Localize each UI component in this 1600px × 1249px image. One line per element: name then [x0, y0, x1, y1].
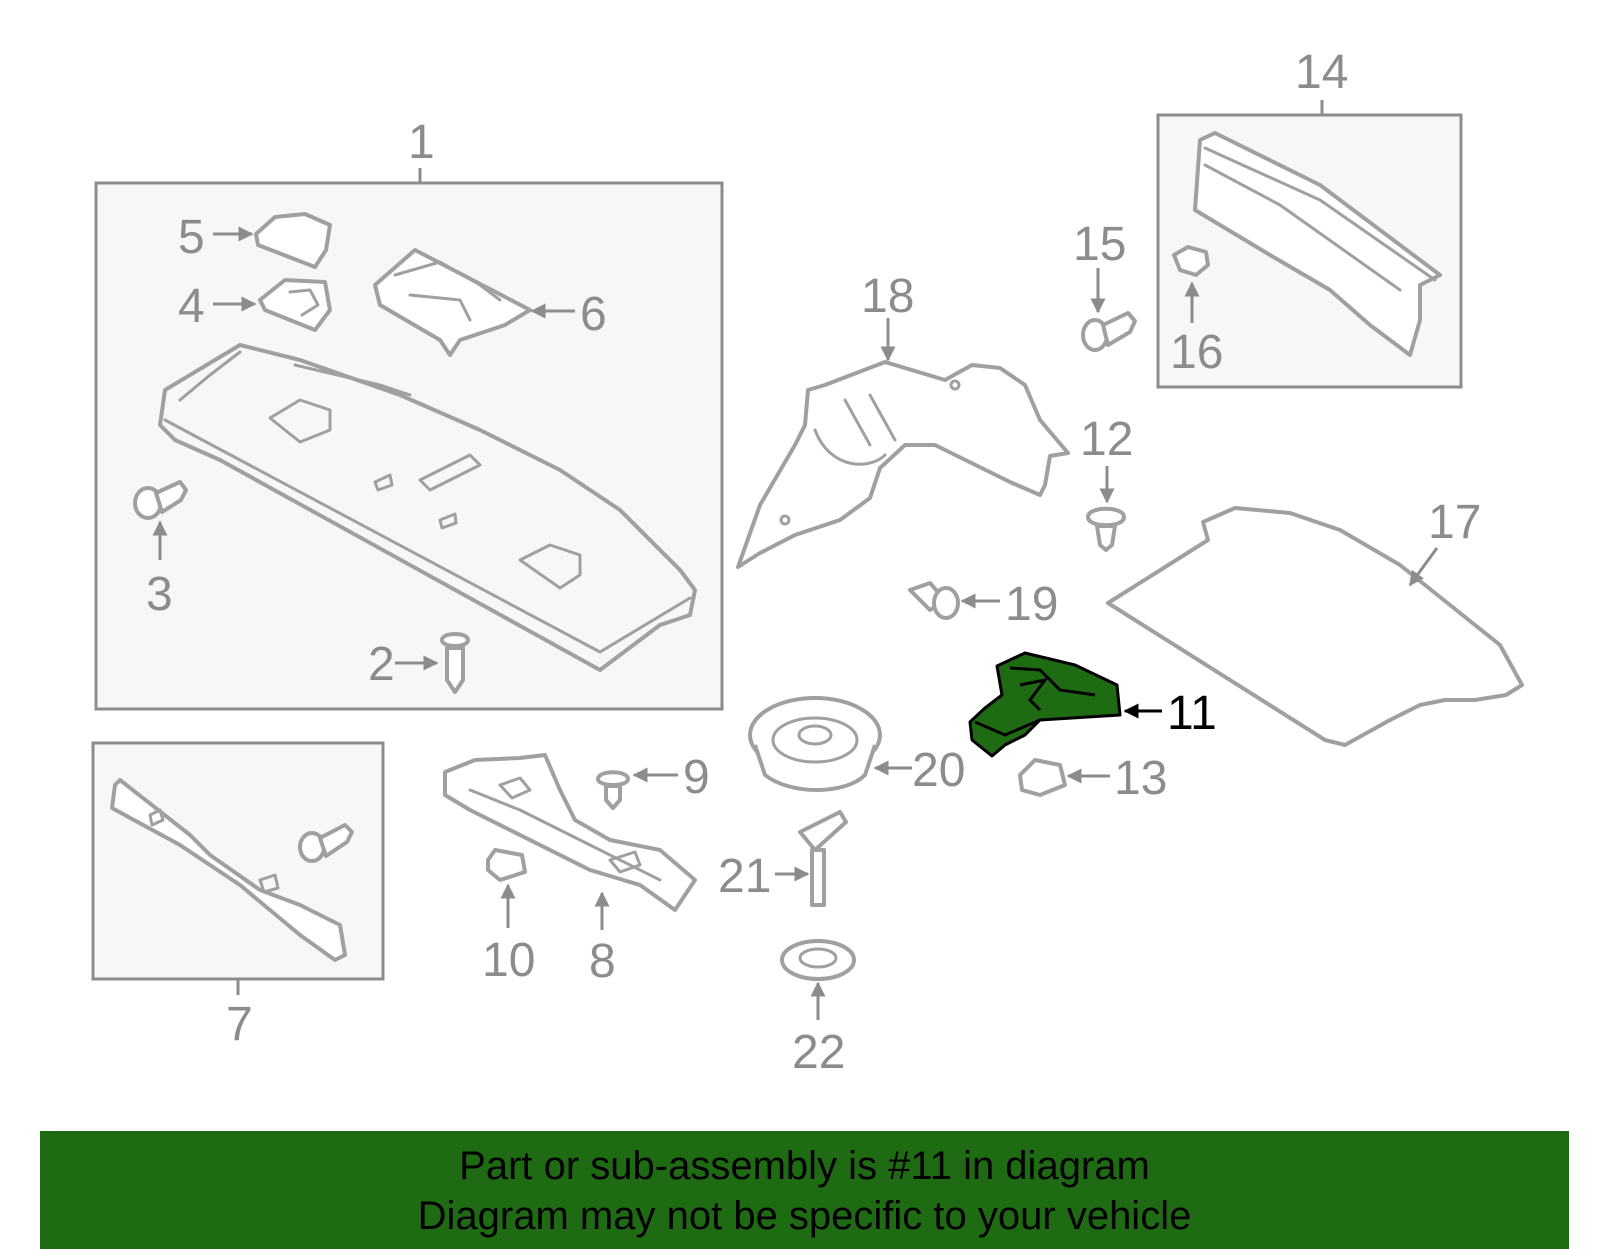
- group-box-7: 7: [91, 741, 385, 1051]
- part-18-liner[interactable]: 18: [736, 270, 1070, 569]
- part-11-highlighted[interactable]: 11: [968, 651, 1217, 758]
- part-16-nut[interactable]: 16: [1170, 245, 1223, 379]
- callout-12: 12: [1080, 413, 1133, 466]
- part-10-nut[interactable]: 10: [482, 848, 535, 987]
- callout-16: 16: [1170, 326, 1223, 379]
- callout-4: 4: [178, 280, 205, 333]
- callout-18: 18: [861, 270, 914, 323]
- part-20-cup[interactable]: 20: [748, 696, 965, 797]
- part-19-clip[interactable]: 19: [908, 578, 1058, 631]
- part-3-clip[interactable]: 3: [133, 480, 188, 621]
- part-info-banner: Part or sub-assembly is #11 in diagram D…: [40, 1131, 1569, 1249]
- part-21-bolt[interactable]: 21: [718, 810, 848, 907]
- callout-6: 6: [580, 288, 607, 341]
- callout-8: 8: [589, 935, 616, 988]
- part-22-grommet[interactable]: 22: [780, 939, 856, 1079]
- part-15-clip[interactable]: 15: [1073, 218, 1137, 352]
- callout-17: 17: [1428, 496, 1481, 549]
- callout-15: 15: [1073, 218, 1126, 271]
- callout-7: 7: [226, 998, 253, 1051]
- callout-3: 3: [146, 568, 173, 621]
- callout-2: 2: [368, 638, 395, 691]
- part-9-clip[interactable]: 9: [596, 751, 710, 810]
- part-6-bracket[interactable]: 6: [373, 248, 607, 357]
- part-2-clip[interactable]: 2: [368, 632, 470, 694]
- part-1-package-tray[interactable]: [158, 343, 697, 672]
- callout-22: 22: [792, 1026, 845, 1079]
- part-7-trim[interactable]: [110, 778, 354, 962]
- callout-9: 9: [683, 751, 710, 804]
- part-8-trim[interactable]: 8: [443, 753, 697, 988]
- banner-line-2: Diagram may not be specific to your vehi…: [417, 1194, 1192, 1238]
- callout-14: 14: [1295, 46, 1348, 99]
- callout-5: 5: [178, 211, 205, 264]
- callout-11: 11: [1167, 687, 1217, 740]
- callout-10: 10: [482, 934, 535, 987]
- part-14-trim[interactable]: [1193, 131, 1442, 357]
- part-17-trunk-mat[interactable]: 17: [1106, 496, 1524, 747]
- part-13-nut[interactable]: 13: [1018, 752, 1167, 805]
- part-12-clip[interactable]: 12: [1080, 413, 1133, 552]
- callout-21: 21: [718, 850, 771, 903]
- callout-19: 19: [1005, 578, 1058, 631]
- callout-13: 13: [1114, 752, 1167, 805]
- banner-line-1: Part or sub-assembly is #11 in diagram: [459, 1144, 1150, 1188]
- part-5-cover[interactable]: 5: [178, 211, 332, 269]
- callout-20: 20: [912, 744, 965, 797]
- callout-1: 1: [408, 116, 435, 169]
- part-4-bracket[interactable]: 4: [178, 278, 332, 333]
